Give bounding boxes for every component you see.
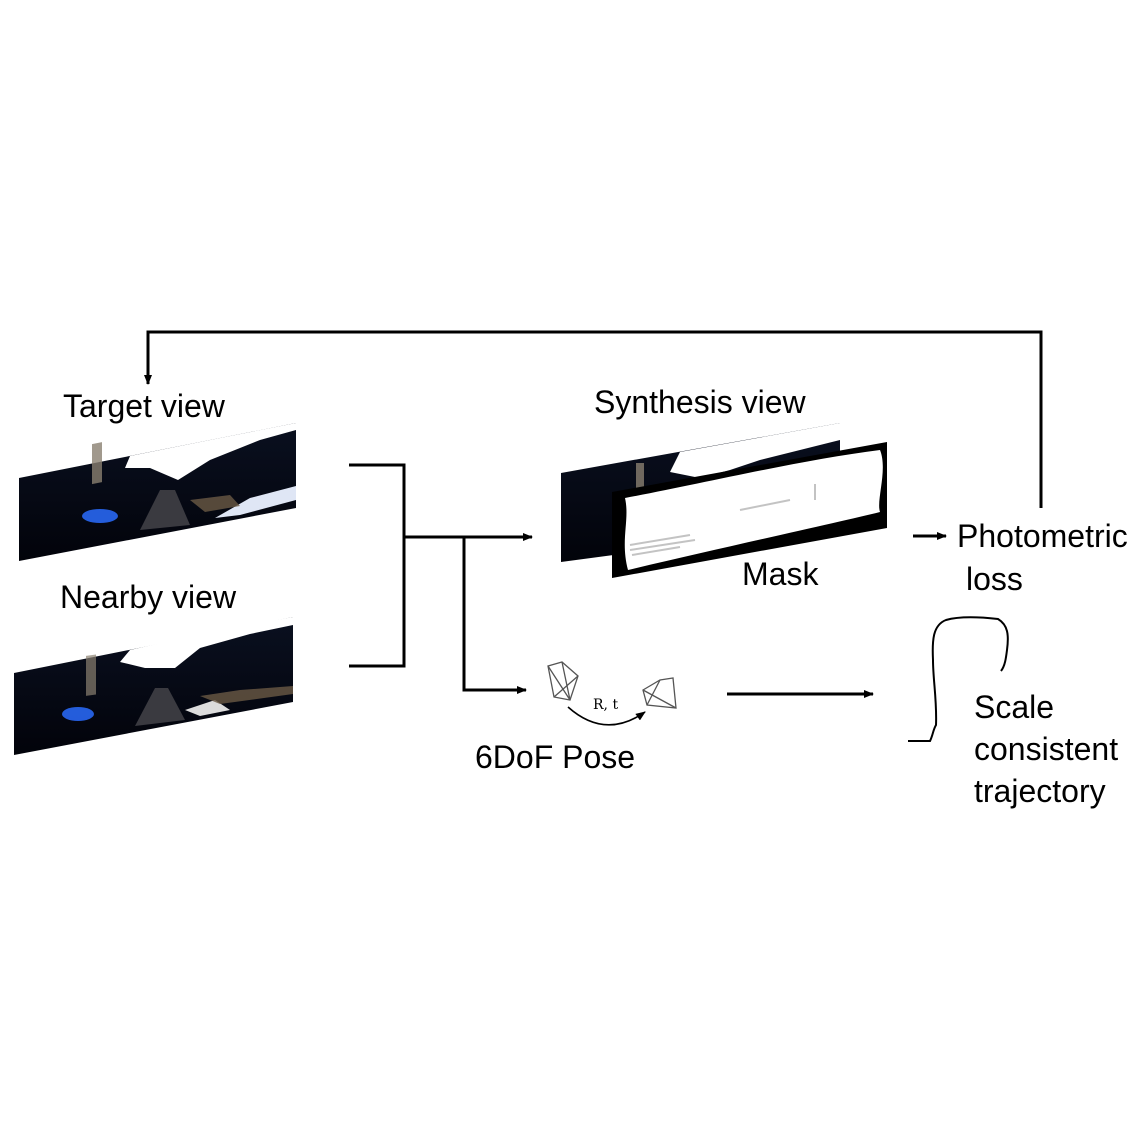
target-view-label: Target view	[63, 388, 225, 424]
input-bracket	[349, 463, 406, 668]
trajectory-curve-icon	[908, 616, 1009, 742]
mask-label: Mask	[742, 556, 819, 592]
photometric-loss-label-line2: loss	[966, 561, 1023, 597]
nearby-view-image	[14, 617, 293, 755]
trajectory-label-line3: trajectory	[974, 773, 1106, 809]
trajectory-label-line2: consistent	[974, 731, 1119, 767]
mask-image	[612, 442, 887, 578]
target-view-image	[19, 423, 296, 561]
camera-frustum-icon	[642, 677, 677, 709]
pose-transform-label: R, t	[593, 697, 619, 713]
synthesis-view-label: Synthesis view	[594, 384, 806, 420]
pose-label: 6DoF Pose	[475, 739, 636, 775]
pose-transform-arrow	[567, 706, 646, 726]
camera-frustum-icon	[547, 661, 579, 701]
photometric-loss-label-line1: Photometric	[957, 518, 1128, 554]
trajectory-label-line1: Scale	[974, 689, 1055, 725]
feedback-arrow	[144, 330, 1043, 508]
nearby-view-label: Nearby view	[60, 579, 237, 615]
arrow-to-pose	[462, 537, 527, 694]
